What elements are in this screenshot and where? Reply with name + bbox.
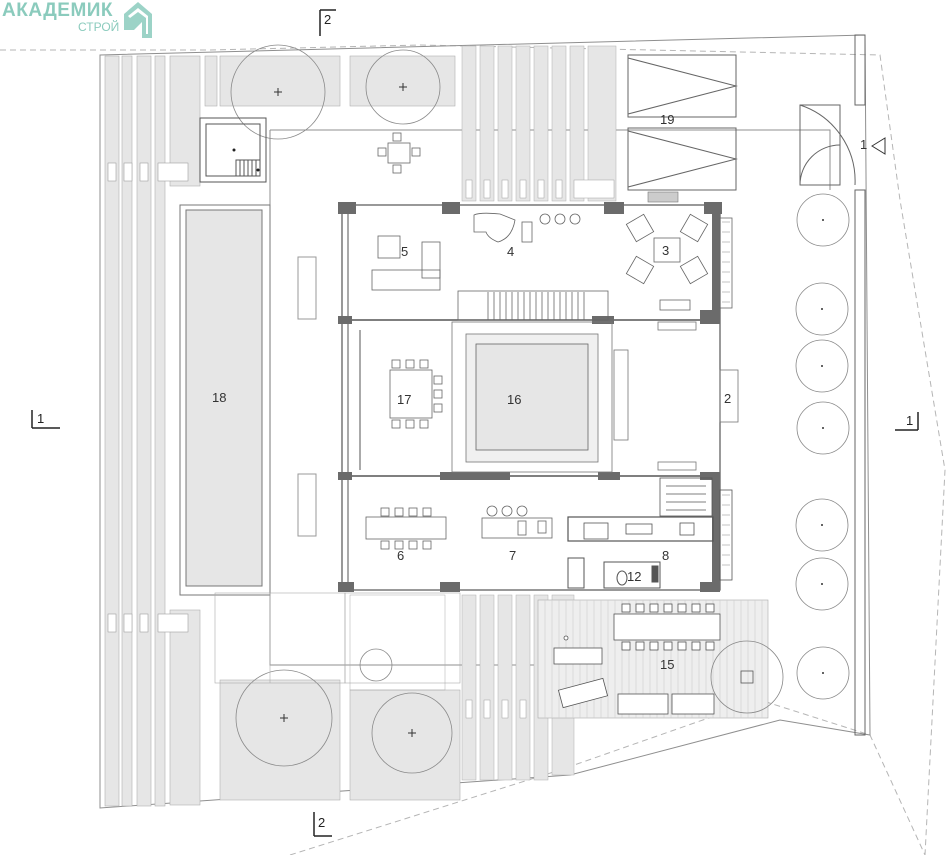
logo-title: АКАДЕМИК xyxy=(2,0,114,21)
carport xyxy=(627,54,738,191)
room-label-18: 18 xyxy=(212,390,227,405)
room-label-8: 8 xyxy=(662,548,670,563)
room-label-6: 6 xyxy=(397,548,405,563)
room-label-5: 5 xyxy=(401,244,409,259)
logo-subtitle: СТРОЙ xyxy=(78,20,120,34)
logo-house-icon xyxy=(124,2,152,38)
section-mark-bottom: 2 xyxy=(318,815,326,830)
room-label-17: 17 xyxy=(397,392,412,407)
room-label-7: 7 xyxy=(509,548,517,563)
top-deck-stripes xyxy=(461,45,617,202)
section-mark-left: 1 xyxy=(37,411,45,426)
section-mark-top: 2 xyxy=(324,12,332,27)
room-label-16: 16 xyxy=(507,392,522,407)
hot-tub xyxy=(199,117,267,183)
room-label-1: 1 xyxy=(860,137,868,152)
room-label-4: 4 xyxy=(507,244,515,259)
outdoor-table-top xyxy=(377,132,421,174)
courtyard xyxy=(451,321,739,473)
room-label-2: 2 xyxy=(724,391,732,406)
room-label-15: 15 xyxy=(660,657,675,672)
pool xyxy=(179,204,271,596)
room-label-12: 12 xyxy=(627,569,642,584)
section-mark-right: 1 xyxy=(906,413,914,428)
room-label-19: 19 xyxy=(660,112,675,127)
room-label-3: 3 xyxy=(662,243,670,258)
